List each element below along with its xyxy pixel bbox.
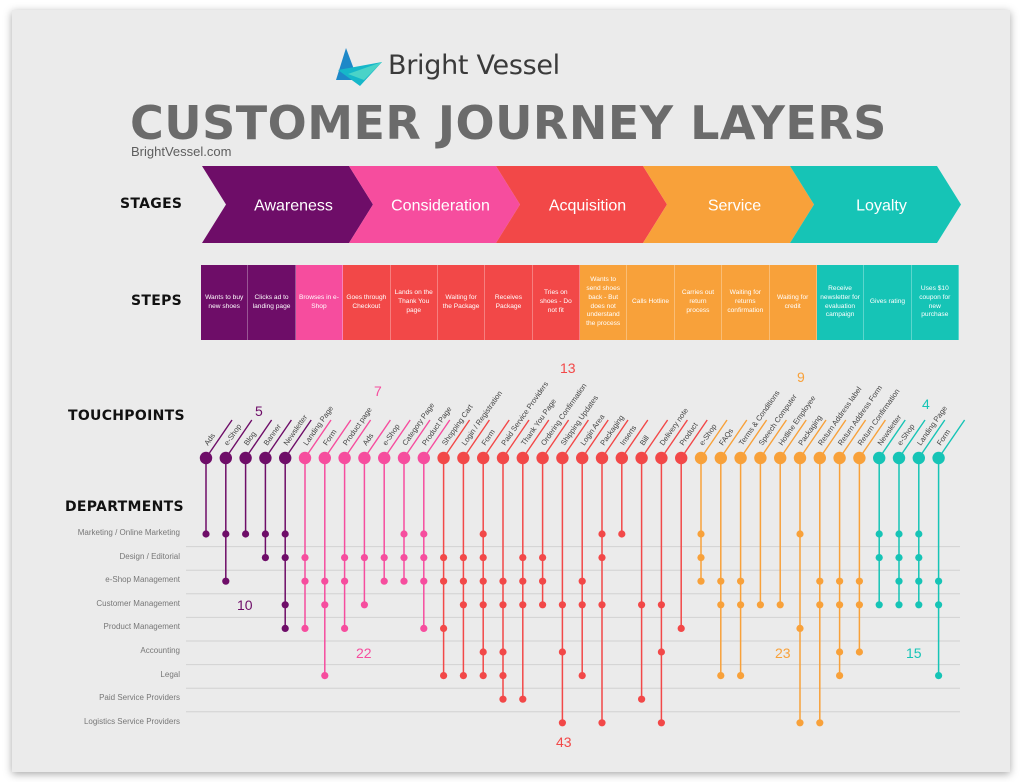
step-cell: Carries out return process xyxy=(674,265,723,340)
department-label: Legal xyxy=(160,669,180,679)
step-cell: Wants to send shoes back - But does not … xyxy=(580,265,628,340)
department-label: Logistics Service Providers xyxy=(83,716,180,726)
step-cell: Tries on shoes - Do not fit xyxy=(532,265,580,340)
step-cell: Waiting for returns confirmation xyxy=(722,265,770,340)
site-url: BrightVessel.com xyxy=(131,144,232,159)
department-label: Design / Editorial xyxy=(119,551,180,561)
bright-vessel-logo-icon xyxy=(336,48,382,86)
departments-row-label: DEPARTMENTS xyxy=(65,499,184,515)
department-label: e-Shop Management xyxy=(105,575,180,585)
brand-name: Bright Vessel xyxy=(388,50,560,81)
step-cell: Wants to buy new shoes xyxy=(201,265,249,340)
step-cell: Calls Hotline xyxy=(627,265,675,340)
department-label: Product Management xyxy=(103,622,181,632)
step-cell: Lands on the Thank You page xyxy=(390,265,438,340)
step-cell: Uses $10 coupon for new purchase xyxy=(911,265,959,340)
department-label: Accounting xyxy=(140,646,180,655)
touchpoints-row-label: TOUCHPOINTS xyxy=(68,408,185,424)
department-label: Customer Management xyxy=(96,598,180,608)
department-label: Paid Service Providers xyxy=(99,693,180,703)
infographic-card: Bright Vessel CUSTOMER JOURNEY LAYERS Br… xyxy=(12,10,1010,772)
stages-row-label: STAGES xyxy=(120,196,183,212)
step-cell: Waiting for credit xyxy=(769,265,817,340)
step-cell: Receives Package xyxy=(485,265,533,340)
step-cell: Clicks ad to landing page xyxy=(248,265,296,340)
department-label: Marketing / Online Marketing xyxy=(77,528,180,537)
step-cell: Receive newsletter for evaluation campai… xyxy=(816,265,865,340)
page-title: CUSTOMER JOURNEY LAYERS xyxy=(130,96,887,150)
step-cell: Browses in e-Shop xyxy=(295,265,344,340)
step-cell: Goes through Checkout xyxy=(343,265,391,340)
step-cell: Waiting for the Package xyxy=(437,265,486,340)
steps-row-label: STEPS xyxy=(131,293,183,309)
step-cell: Gives rating xyxy=(864,265,912,340)
